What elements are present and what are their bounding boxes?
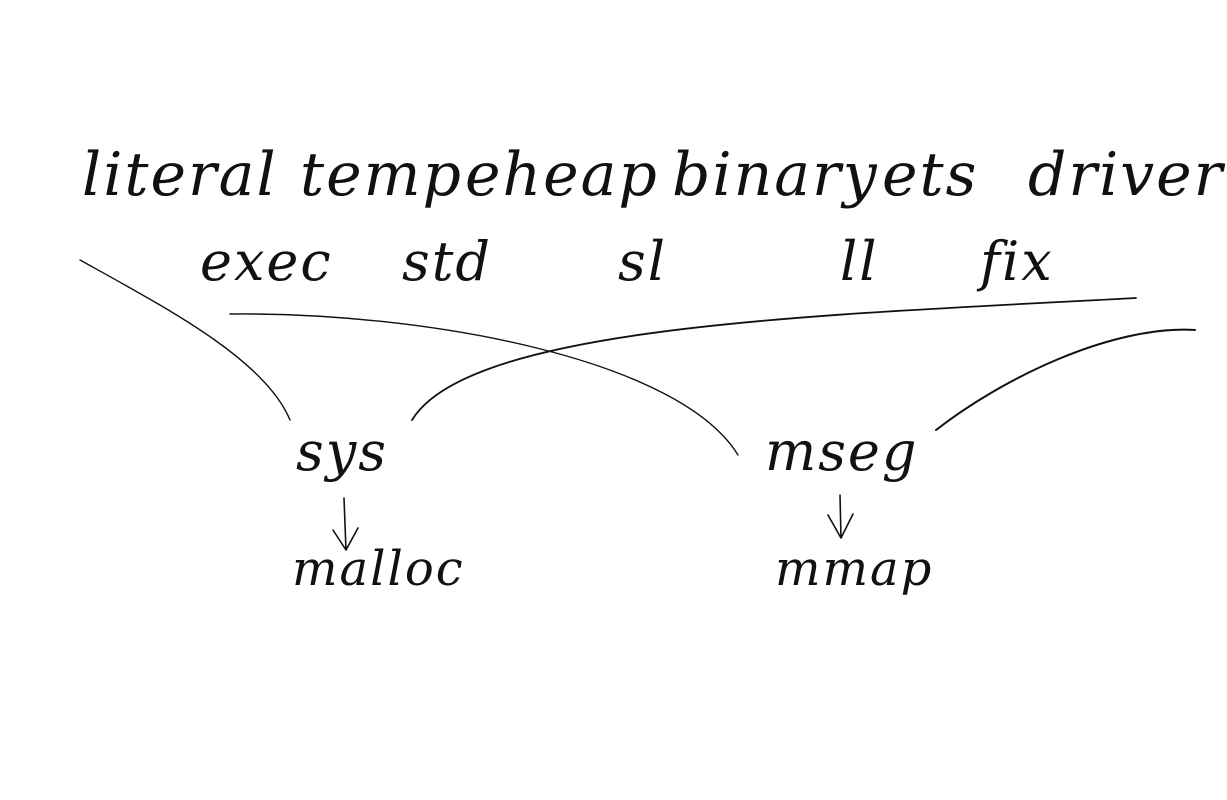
- label-fix: fix: [980, 230, 1054, 293]
- label-exec: exec: [200, 230, 333, 293]
- label-ets: ets: [882, 140, 979, 210]
- arrow-sys-to-malloc: [332, 497, 359, 551]
- label-temp: temp: [300, 140, 463, 210]
- label-mmap: mmap: [775, 541, 934, 597]
- label-std: std: [402, 230, 492, 293]
- label-ll: ll: [840, 230, 879, 293]
- connector-fix-group-to-sys: [411, 297, 1137, 421]
- label-malloc: malloc: [292, 541, 465, 597]
- label-eheap: eheap: [465, 140, 659, 210]
- label-driver: driver: [1028, 140, 1225, 210]
- arrow-mseg-to-mmap: [827, 494, 854, 539]
- connector-driver-to-mseg: [935, 328, 1196, 431]
- label-sys: sys: [296, 420, 388, 483]
- label-literal: literal: [82, 140, 278, 210]
- label-binary: binary: [672, 140, 879, 210]
- connector-exec-group-to-mseg: [229, 313, 739, 456]
- label-mseg: mseg: [765, 420, 919, 483]
- connector-literal-to-sys: [79, 259, 291, 421]
- label-sl: sl: [618, 230, 667, 293]
